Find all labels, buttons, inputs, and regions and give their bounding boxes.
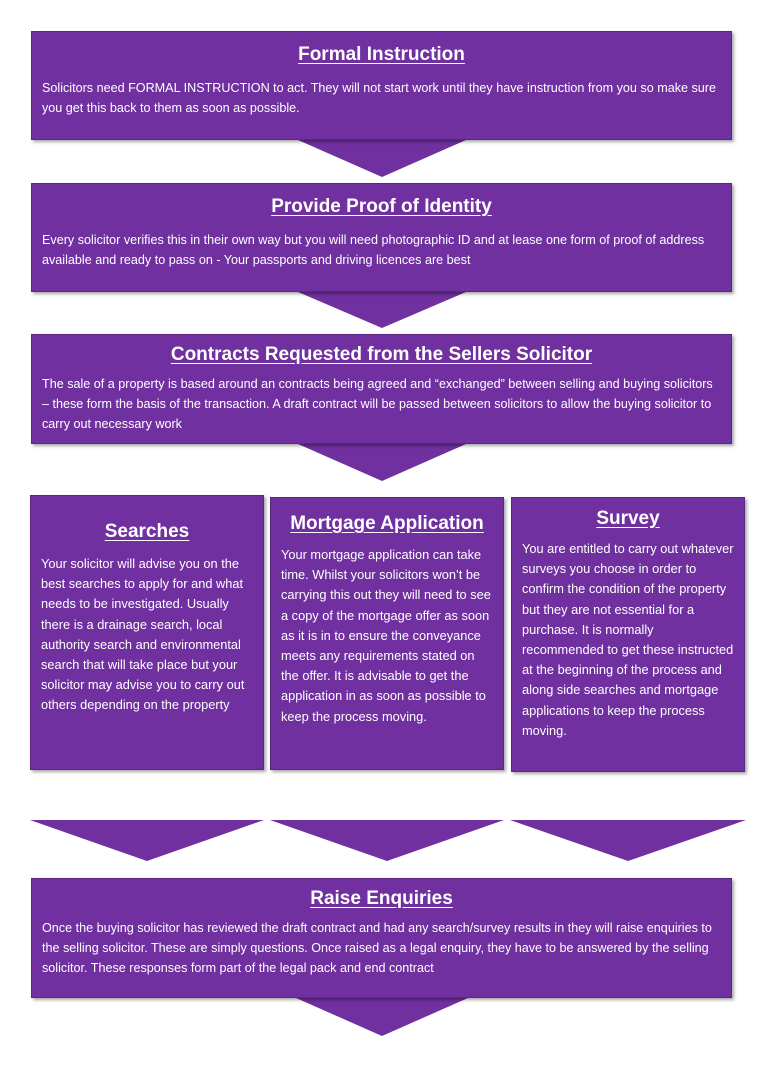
raise-enquiries-text: Once the buying solicitor has reviewed t…	[42, 921, 712, 975]
contracts-requested-title: Contracts Requested from the Sellers Sol…	[170, 344, 593, 365]
searches-text: Your solicitor will advise you on the be…	[41, 556, 245, 713]
survey-title: Survey	[596, 508, 660, 529]
proof-of-identity-text: Every solicitor verifies this in their o…	[42, 233, 705, 267]
raise-enquiries-title: Raise Enquiries	[310, 888, 453, 909]
arrow-down-3	[298, 444, 466, 481]
proof-of-identity-title: Provide Proof of Identity	[271, 196, 492, 217]
formal-instruction-title: Formal Instruction	[298, 44, 465, 65]
formal-instruction-text: Solicitors need FORMAL INSTRUCTION to ac…	[42, 81, 716, 115]
arrow-down-final	[296, 998, 468, 1036]
searches-title: Searches	[104, 521, 190, 542]
formal-instruction-box: Formal Instruction Solicitors need FORMA…	[31, 31, 732, 140]
proof-of-identity-box: Provide Proof of Identity Every solicito…	[31, 183, 732, 292]
mortgage-application-text: Your mortgage application can take time.…	[281, 547, 491, 724]
raise-enquiries-box: Raise Enquiries Once the buying solicito…	[31, 878, 732, 998]
contracts-requested-text: The sale of a property is based around a…	[42, 377, 713, 431]
arrow-down-2	[298, 292, 466, 328]
contracts-requested-box: Contracts Requested from the Sellers Sol…	[31, 334, 732, 444]
searches-box: Searches Your solicitor will advise you …	[30, 495, 264, 770]
survey-text: You are entitled to carry out whatever s…	[522, 541, 734, 738]
arrow-down-searches	[30, 820, 264, 861]
arrow-down-mortgage	[270, 820, 504, 861]
survey-box: Survey You are entitled to carry out wha…	[511, 497, 745, 772]
arrow-down-survey	[510, 820, 746, 861]
mortgage-application-title: Mortgage Application	[290, 513, 484, 534]
arrow-down-1	[298, 140, 466, 177]
mortgage-application-box: Mortgage Application Your mortgage appli…	[270, 497, 504, 770]
